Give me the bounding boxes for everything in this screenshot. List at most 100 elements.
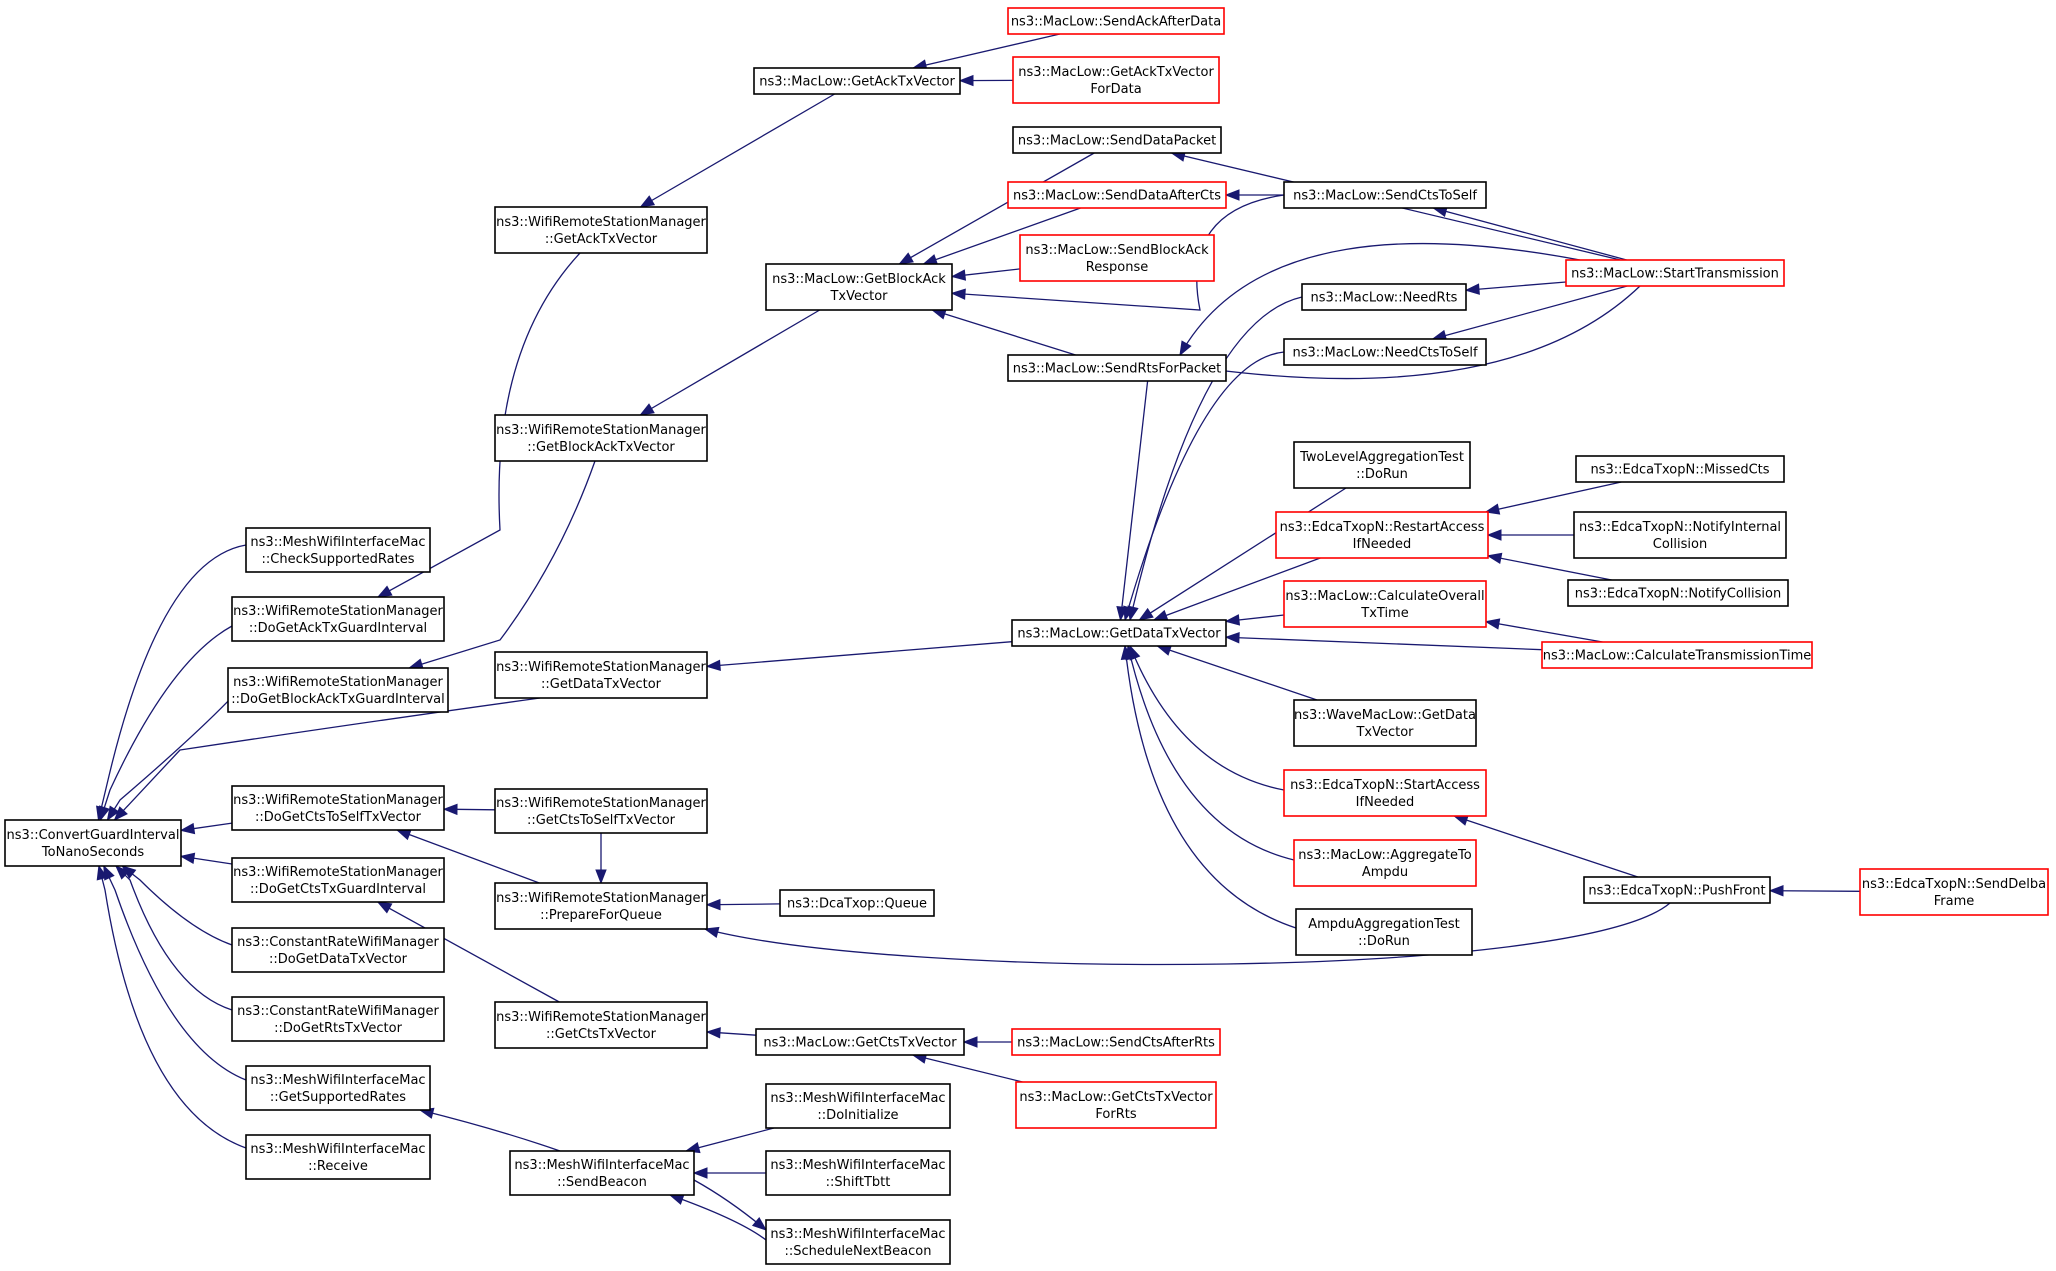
node-edca-notifycollision[interactable]: ns3::EdcaTxopN::NotifyCollision: [1567, 579, 1789, 607]
node-label-line: ns3::ConstantRateWifiManager: [237, 1004, 439, 1019]
node-twolevel[interactable]: TwoLevelAggregationTest::DoRun: [1293, 441, 1471, 489]
node-wrsm-getcts[interactable]: ns3::WifiRemoteStationManager::GetCtsTxV…: [494, 1001, 708, 1049]
node-maclow-sendrtsforpacket[interactable]: ns3::MacLow::SendRtsForPacket: [1007, 354, 1227, 382]
node-edca-pushfront[interactable]: ns3::EdcaTxopN::PushFront: [1583, 876, 1771, 904]
node-label-line: ns3::MeshWifiInterfaceMac: [770, 1158, 945, 1173]
node-maclow-needrts[interactable]: ns3::MacLow::NeedRts: [1301, 283, 1467, 311]
node-box: [1275, 511, 1489, 559]
node-box: [1007, 181, 1227, 209]
arrowhead: [1768, 885, 1784, 897]
node-dogetblockack[interactable]: ns3::WifiRemoteStationManager::DoGetBloc…: [227, 667, 449, 713]
node-mesh-doinit[interactable]: ns3::MeshWifiInterfaceMac::DoInitialize: [765, 1083, 951, 1129]
node-maclow-starttx[interactable]: ns3::MacLow::StartTransmission: [1565, 259, 1785, 287]
edge-line: [121, 865, 233, 946]
edge-dogetctsguard-to-root: [179, 852, 233, 865]
node-maclow-needctstoself[interactable]: ns3::MacLow::NeedCtsToSelf: [1283, 338, 1487, 366]
node-label-line: ::PrepareForQueue: [540, 908, 662, 923]
node-wrsm-getdata[interactable]: ns3::WifiRemoteStationManager::GetDataTx…: [494, 651, 708, 699]
node-maclow-getcts[interactable]: ns3::MacLow::GetCtsTxVector: [755, 1028, 965, 1056]
node-wrsm-prepare[interactable]: ns3::WifiRemoteStationManager::PrepareFo…: [494, 882, 708, 930]
node-maclow-getblockack[interactable]: ns3::MacLow::GetBlockAckTxVector: [765, 263, 953, 311]
node-box: [494, 1001, 708, 1049]
node-box: [1007, 7, 1225, 35]
node-label-line: ns3::EdcaTxopN::RestartAccess: [1280, 520, 1485, 535]
node-label-line: ::ShiftTbtt: [826, 1175, 891, 1190]
node-label-line: ns3::WifiRemoteStationManager: [233, 675, 443, 690]
node-wrsm-getblockack[interactable]: ns3::WifiRemoteStationManager::GetBlockA…: [494, 414, 708, 462]
node-label-line: Collision: [1653, 537, 1707, 552]
node-label-line: ::SendBeacon: [557, 1175, 647, 1190]
edge-line: [98, 865, 247, 1149]
node-label-line: ns3::MacLow::GetAckTxVector: [759, 75, 955, 90]
node-box: [765, 1219, 951, 1265]
node-label-line: ns3::MeshWifiInterfaceMac: [250, 1142, 425, 1157]
node-mesh-receive[interactable]: ns3::MeshWifiInterfaceMac::Receive: [245, 1134, 431, 1180]
node-label-line: ns3::EdcaTxopN::NotifyInternal: [1579, 520, 1781, 535]
node-label-line: ::DoRun: [1356, 467, 1408, 482]
node-box: [1012, 126, 1222, 154]
node-crwm-rts[interactable]: ns3::ConstantRateWifiManager::DoGetRtsTx…: [231, 996, 445, 1042]
node-dogetack[interactable]: ns3::WifiRemoteStationManager::DoGetAckT…: [231, 596, 445, 642]
node-dcatxop-queue[interactable]: ns3::DcaTxop::Queue: [779, 889, 935, 917]
node-label-line: ns3::WifiRemoteStationManager: [496, 891, 706, 906]
node-crwm-data[interactable]: ns3::ConstantRateWifiManager::DoGetDataT…: [231, 927, 445, 973]
node-label-line: ns3::MacLow::StartTransmission: [1571, 267, 1779, 282]
node-mesh-schedulenext[interactable]: ns3::MeshWifiInterfaceMac::ScheduleNextB…: [765, 1219, 951, 1265]
node-maclow-senddataaftercts[interactable]: ns3::MacLow::SendDataAfterCts: [1007, 181, 1227, 209]
node-maclow-getack[interactable]: ns3::MacLow::GetAckTxVector: [753, 67, 961, 95]
node-edca-missedcts[interactable]: ns3::EdcaTxopN::MissedCts: [1575, 455, 1785, 483]
node-wrsm-getack[interactable]: ns3::WifiRemoteStationManager::GetAckTxV…: [494, 206, 708, 254]
node-mesh-sendbeacon[interactable]: ns3::MeshWifiInterfaceMac::SendBeacon: [509, 1150, 695, 1196]
node-maclow-sendctsafterrts[interactable]: ns3::MacLow::SendCtsAfterRts: [1011, 1028, 1221, 1056]
node-box: [1007, 354, 1227, 382]
node-maclow-sendctstoself[interactable]: ns3::MacLow::SendCtsToSelf: [1283, 181, 1487, 209]
node-maclow-sendackafterdata[interactable]: ns3::MacLow::SendAckAfterData: [1007, 7, 1225, 35]
edge-line: [396, 829, 540, 884]
node-mesh-getsupported[interactable]: ns3::MeshWifiInterfaceMac::GetSupportedR…: [245, 1065, 431, 1111]
arrowhead: [595, 869, 607, 885]
edge-edca_missedcts-to-edca_restart: [1484, 481, 1622, 515]
node-box: [494, 882, 708, 930]
node-ampduaggtest[interactable]: AmpduAggregationTest::DoRun: [1295, 908, 1473, 956]
edge-maclow_sendrtsforpacket-to-maclow_getblockack: [930, 308, 1076, 356]
node-dogetctstoself[interactable]: ns3::WifiRemoteStationManager::DoGetCtsT…: [231, 785, 445, 831]
node-box: [1012, 56, 1220, 104]
arrowhead: [1484, 503, 1501, 515]
edge-line: [640, 93, 835, 208]
node-box: [231, 785, 445, 831]
node-box: [1567, 579, 1789, 607]
arrowhead: [113, 806, 128, 822]
node-maclow-calctranstime[interactable]: ns3::MacLow::CalculateTransmissionTime: [1541, 641, 1813, 669]
node-wavemaclow[interactable]: ns3::WaveMacLow::GetDataTxVector: [1293, 699, 1477, 747]
arrowhead: [705, 1027, 721, 1039]
edge-mesh_getsupported-to-root: [103, 864, 247, 1081]
edge-maclow_starttx-to-maclow_needrts: [1464, 281, 1567, 295]
node-label-line: TxVector: [829, 289, 888, 304]
node-mesh-check[interactable]: ns3::MeshWifiInterfaceMac::CheckSupporte…: [245, 527, 431, 573]
node-maclow-senddatapacket[interactable]: ns3::MacLow::SendDataPacket: [1012, 126, 1222, 154]
edge-line: [377, 252, 581, 598]
node-mesh-shifttbtt[interactable]: ns3::MeshWifiInterfaceMac::ShiftTbtt: [765, 1150, 951, 1196]
node-box: [1573, 511, 1787, 559]
node-wrsm-getctstoself[interactable]: ns3::WifiRemoteStationManager::GetCtsToS…: [494, 788, 708, 834]
edge-edca_notifycollision-to-edca_restart: [1486, 552, 1612, 581]
edge-line: [923, 207, 1081, 265]
node-label-line: ns3::WifiRemoteStationManager: [496, 423, 706, 438]
edge-wrsm_getcts-to-dogetctsguard: [376, 901, 560, 1003]
node-dogetctsguard[interactable]: ns3::WifiRemoteStationManager::DoGetCtsT…: [231, 857, 445, 903]
node-box: [779, 889, 935, 917]
arrowhead: [1138, 607, 1154, 621]
node-maclow-getdata[interactable]: ns3::MacLow::GetDataTxVector: [1011, 619, 1227, 647]
node-label-line: ns3::MacLow::SendDataAfterCts: [1013, 189, 1221, 204]
edge-line: [706, 641, 1013, 668]
